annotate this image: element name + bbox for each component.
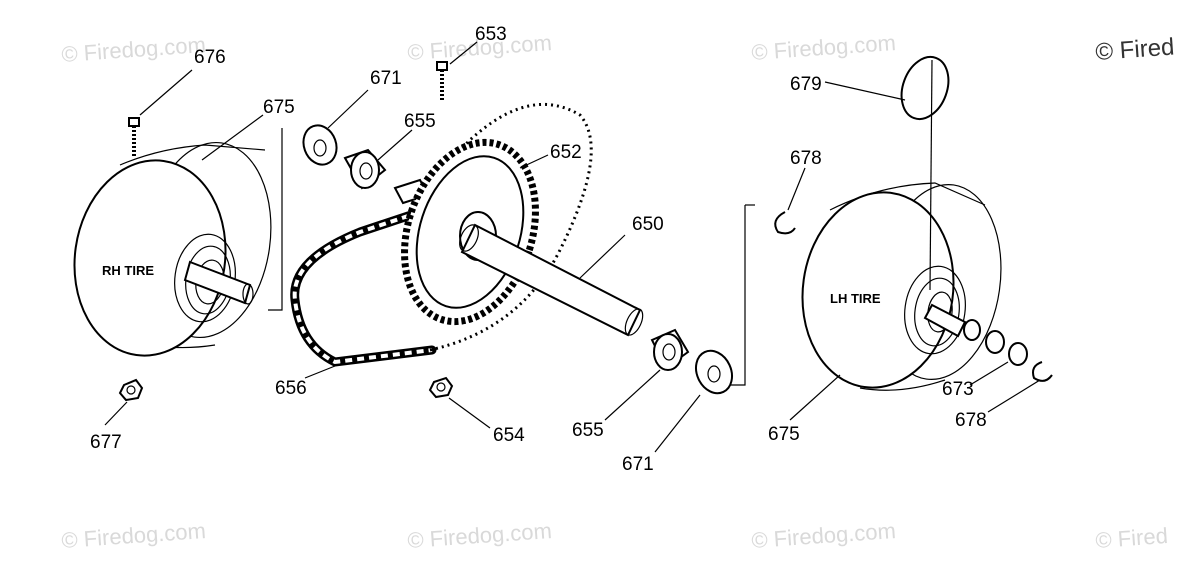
part-label-679: 679 <box>790 74 822 95</box>
part-label-671-bottom: 671 <box>622 454 654 475</box>
spacer-655-top <box>343 148 387 190</box>
rh-tire-label: RH TIRE <box>102 263 154 278</box>
leader-bracket-left <box>268 128 283 311</box>
spacer-655-bottom <box>650 328 690 371</box>
rh-tire: RH TIRE <box>73 141 272 357</box>
nut-654 <box>428 376 454 399</box>
part-label-677: 677 <box>90 432 122 453</box>
nut-677 <box>118 378 144 402</box>
part-label-676: 676 <box>194 47 226 68</box>
part-label-656: 656 <box>275 378 307 399</box>
part-label-650: 650 <box>632 214 664 235</box>
part-label-652: 652 <box>550 142 582 163</box>
watermark-bottom-3: © Firedog.com <box>751 518 897 553</box>
part-label-673: 673 <box>942 379 974 400</box>
part-label-675-bottom: 675 <box>768 424 800 445</box>
lh-tire: LH TIRE <box>801 182 1002 391</box>
leader-bracket-right <box>730 205 746 386</box>
chain-path-dotted <box>413 102 593 352</box>
axle-650 <box>459 223 644 337</box>
bolt-653 <box>436 61 448 102</box>
watermark-bottom-2: © Firedog.com <box>407 518 553 553</box>
part-label-675-top: 675 <box>263 97 295 118</box>
bolt-676 <box>128 117 140 158</box>
part-label-654: 654 <box>493 425 525 446</box>
e-clip-678-top <box>774 211 796 235</box>
sprocket-652 <box>401 138 539 326</box>
leader-lines <box>104 41 1041 453</box>
part-label-655-bottom: 655 <box>572 420 604 441</box>
washer-671-top <box>302 124 338 166</box>
watermark-bottom-4: © Fired <box>1095 523 1169 553</box>
e-clip-678-bottom <box>1032 361 1053 382</box>
lh-tire-label: LH TIRE <box>830 291 881 306</box>
bushing-673 <box>963 319 1028 366</box>
part-label-678-bottom: 678 <box>955 410 987 431</box>
watermark-top-3: © Firedog.com <box>751 30 897 65</box>
part-label-655-top: 655 <box>404 111 436 132</box>
watermark-bottom-1: © Firedog.com <box>61 518 207 553</box>
watermark-top-4: © Fired <box>1095 34 1176 66</box>
watermark-top-1: © Firedog.com <box>61 32 207 67</box>
part-label-653: 653 <box>475 24 507 45</box>
hitch-pin-679 <box>900 56 950 291</box>
washer-671-bottom <box>695 349 733 395</box>
chain-656 <box>290 207 437 367</box>
part-label-671-top: 671 <box>370 68 402 89</box>
part-label-678-top: 678 <box>790 148 822 169</box>
